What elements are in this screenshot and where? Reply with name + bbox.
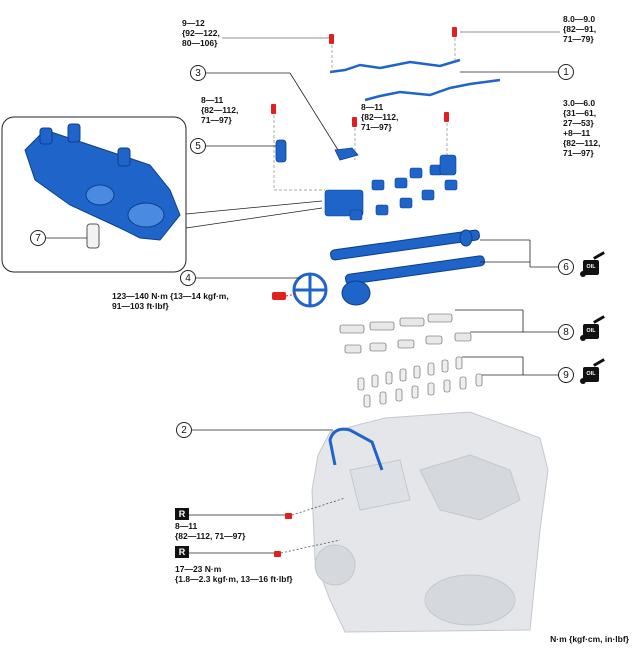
- timing-seal: [328, 427, 384, 471]
- callout-5: 5: [190, 138, 206, 154]
- cam-cap-detail: [24, 123, 181, 241]
- torque-17-23: 17—23 N·m {1.8—2.3 kgf·m, 13—16 ft·lbf}: [175, 564, 293, 584]
- cover-gaskets: [329, 58, 501, 102]
- oil-can-icon: OIL: [579, 358, 605, 386]
- cam-caps: [324, 154, 458, 221]
- torque-8-11-left: 8—11 {82—112, 71—97}: [201, 95, 239, 125]
- engine-block: [311, 411, 549, 633]
- torque-8-11-mid: 8—11 {82—112, 71—97}: [361, 102, 399, 132]
- torque-3-6: 3.0—6.0 {31—61, 27—53} +8—11 {82—112, 71…: [563, 98, 601, 158]
- torque-8-11-bottom: 8—11 {82—112, 71—97}: [175, 521, 246, 541]
- callout-1: 1: [558, 64, 574, 80]
- callout-6: 6: [558, 259, 574, 275]
- callout-2: 2: [176, 422, 192, 438]
- torque-123-140: 123—140 N·m {13—14 kgf·m, 91—103 ft·lbf}: [112, 291, 229, 311]
- callout-7: 7: [30, 230, 46, 246]
- camshafts: [330, 229, 485, 306]
- replace-badge-1: R: [175, 508, 189, 520]
- torque-9-12: 9—12 {92—122, 80—106}: [182, 18, 220, 48]
- callout-8: 8: [558, 324, 574, 340]
- rocker-arms: [339, 313, 472, 354]
- oil-can-icon: OIL: [579, 315, 605, 343]
- torque-8-9: 8.0—9.0 {82—91, 71—79}: [563, 14, 597, 44]
- units-legend: N·m {kgf·cm, in·lbf}: [550, 634, 629, 644]
- detail-inset-frame: [1, 116, 187, 273]
- replace-badge-2: R: [175, 546, 189, 558]
- callout-9: 9: [558, 367, 574, 383]
- bolt-icons: [271, 27, 457, 557]
- lash-adjusters: [357, 356, 483, 408]
- cam-sprocket: [292, 272, 328, 308]
- oil-can-icon: OIL: [579, 251, 605, 279]
- callout-3: 3: [190, 65, 206, 81]
- callout-4: 4: [180, 270, 196, 286]
